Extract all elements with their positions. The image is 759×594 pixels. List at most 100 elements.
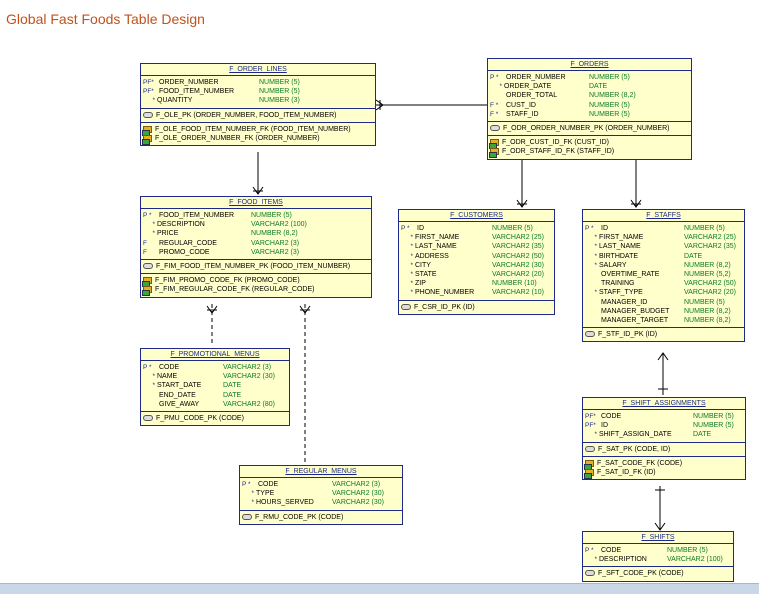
horizontal-scrollbar[interactable]: [0, 583, 759, 594]
column-name: CITY: [415, 261, 431, 269]
column-flag: *: [410, 280, 413, 288]
column-name: MANAGER_ID: [601, 298, 648, 306]
column-type: VARCHAR2 (3): [223, 364, 272, 371]
column-flag: F *: [490, 101, 499, 109]
key-icon: [585, 570, 595, 577]
column-flag: [141, 391, 159, 400]
column-type: NUMBER (5): [684, 225, 725, 232]
column-name: CODE: [601, 547, 622, 554]
column-name: ORDER_NUMBER: [506, 74, 566, 81]
key-label: F_ODR_ORDER_NUMBER_PK (ORDER_NUMBER): [503, 124, 670, 132]
table-title: F_PROMOTIONAL_MENUS: [141, 349, 289, 361]
foreign-key: F_ODR_CUST_ID_FK (CUST_ID): [488, 138, 691, 150]
column-type: NUMBER (5): [667, 547, 708, 554]
key-icon: [143, 414, 153, 421]
column-type: VARCHAR2 (3): [332, 481, 381, 488]
page-title: Global Fast Foods Table Design: [6, 11, 205, 27]
column-name: TYPE: [256, 490, 275, 498]
column-flag: [583, 270, 601, 279]
column-name: OVERTIME_RATE: [601, 270, 660, 278]
column-type: DATE: [589, 83, 608, 91]
column-name: REGULAR_CODE: [159, 239, 217, 247]
key-icon: [585, 445, 595, 452]
column-type: NUMBER (5): [589, 101, 630, 109]
table-title: F_ORDERS: [488, 59, 691, 71]
primary-key: F_CSR_ID_PK (ID): [399, 303, 554, 312]
column-name: ID: [601, 422, 608, 430]
column-type: NUMBER (8,2): [251, 230, 298, 238]
column-flag: P *: [401, 225, 410, 232]
column-flag: [583, 316, 601, 325]
column-type: VARCHAR2 (30): [332, 490, 384, 498]
key-label: F_SAT_PK (CODE, ID): [598, 445, 671, 453]
column-type: NUMBER (5): [492, 225, 533, 232]
key-label: F_PMU_CODE_PK (CODE): [156, 414, 244, 422]
foreign-key-icon: [584, 468, 594, 479]
column-name: NAME: [157, 373, 178, 381]
column-name: CODE: [258, 481, 279, 488]
column-type: DATE: [223, 382, 242, 390]
column-flag: F: [143, 239, 147, 247]
column-type: VARCHAR2 (30): [332, 499, 384, 507]
foreign-key-icon: [142, 125, 152, 136]
column-type: VARCHAR2 (30): [223, 373, 275, 381]
column-name: ID: [601, 225, 608, 232]
column-type: VARCHAR2 (100): [667, 556, 723, 564]
column-flag: [583, 298, 601, 307]
column-name: FOOD_ITEM_NUMBER: [159, 88, 235, 96]
column-name: HOURS_SERVED: [256, 499, 314, 507]
column-flag: *: [594, 431, 597, 439]
key-label: F_SFT_CODE_PK (CODE): [598, 570, 684, 578]
key-icon: [585, 331, 595, 338]
table-title: F_REGULAR_MENUS: [240, 466, 402, 478]
column-type: NUMBER (10): [492, 280, 537, 288]
column-type: DATE: [223, 391, 242, 399]
column-name: CODE: [159, 364, 180, 371]
column-type: NUMBER (5): [259, 79, 300, 86]
column-type: NUMBER (5): [259, 88, 300, 96]
column-flag: *: [152, 230, 155, 238]
column-flag: *: [410, 261, 413, 269]
key-icon: [242, 513, 252, 520]
key-label: F_OLE_ORDER_NUMBER_FK (ORDER_NUMBER): [155, 134, 320, 142]
column-name: LAST_NAME: [415, 243, 457, 251]
column-type: VARCHAR2 (30): [492, 261, 544, 269]
foreign-key-icon: [489, 139, 499, 150]
column-flag: *: [594, 252, 597, 260]
column-flag: *: [152, 382, 155, 390]
column-name: BIRTHDATE: [599, 252, 639, 260]
foreign-key-icon: [584, 459, 594, 470]
column-flag: F *: [490, 110, 499, 118]
column-flag: *: [251, 490, 254, 498]
column-flag: P *: [143, 212, 152, 219]
foreign-key: F_OLE_FOOD_ITEM_NUMBER_FK (FOOD_ITEM_NUM…: [141, 125, 375, 136]
table-title: F_STAFFS: [583, 210, 744, 222]
column-flag: *: [499, 83, 502, 91]
key-label: F_SAT_ID_FK (ID): [597, 468, 656, 476]
